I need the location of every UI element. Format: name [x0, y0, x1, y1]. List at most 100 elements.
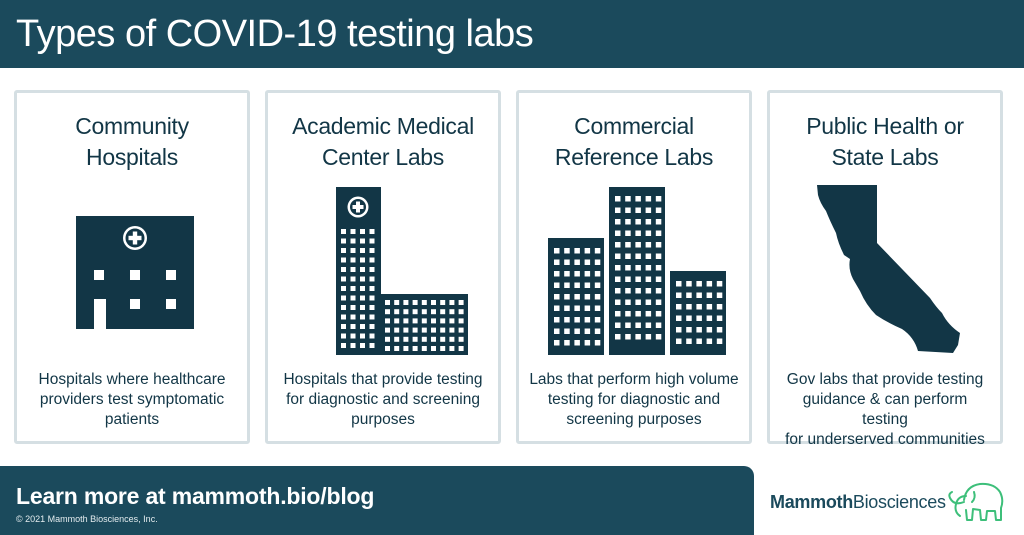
window [655, 334, 662, 340]
window [706, 281, 713, 287]
window [394, 318, 400, 324]
card-description-line: guidance & can perform testing [802, 391, 968, 428]
window [369, 314, 375, 320]
window [385, 318, 390, 324]
window [645, 299, 652, 305]
copyright-text: © 2021 Mammoth Biosciences, Inc. [16, 514, 158, 524]
window [645, 265, 652, 271]
window [564, 294, 570, 300]
window [625, 288, 631, 294]
window [431, 327, 436, 333]
window [564, 259, 570, 265]
window [449, 318, 455, 324]
window [625, 311, 631, 317]
window [594, 305, 601, 311]
window [431, 346, 436, 351]
card-title-line: Reference Labs [554, 144, 714, 170]
window [341, 238, 346, 244]
window [554, 294, 560, 300]
card-description: Labs that perform high volume testing fo… [527, 370, 741, 430]
card-description-line: Hospitals that provide testing [283, 371, 483, 388]
window [554, 317, 560, 323]
card-title-line: Academic Medical [292, 113, 474, 139]
window [655, 299, 662, 305]
window [645, 253, 652, 259]
window [574, 259, 580, 265]
window [431, 336, 436, 342]
window [584, 248, 591, 254]
window [645, 219, 652, 225]
learn-more-link[interactable]: Learn more at mammoth.bio/blog [16, 483, 375, 509]
window [716, 327, 723, 333]
window [645, 334, 652, 340]
window [635, 311, 641, 317]
window [696, 304, 702, 310]
window [421, 318, 427, 324]
window [625, 219, 631, 225]
window [635, 207, 641, 213]
window [625, 334, 631, 340]
window [394, 327, 400, 333]
card-title-line: Hospitals [86, 144, 178, 170]
office-towers-icon [548, 187, 726, 355]
window [686, 338, 692, 344]
window [431, 318, 436, 324]
window [584, 328, 591, 334]
card-public-health-state-labs: Public Health or State Labs Gov labs tha… [767, 90, 1003, 448]
card-description: Hospitals where healthcare providers tes… [25, 370, 239, 430]
window [584, 305, 591, 311]
window [615, 276, 621, 282]
window [655, 219, 662, 225]
window [360, 324, 365, 329]
window [350, 248, 356, 253]
window [369, 286, 375, 291]
window [564, 328, 570, 334]
card-academic-medical-center-labs: Academic Medical Center Labs Hospitals t… [265, 90, 501, 444]
window [716, 338, 723, 344]
card-description-line: providers test symptomatic [39, 391, 225, 408]
window [676, 315, 682, 321]
window [360, 286, 365, 291]
window [421, 309, 427, 315]
window [574, 271, 580, 277]
window [369, 295, 375, 301]
window [615, 288, 621, 294]
footer-banner: Learn more at mammoth.bio/blog © 2021 Ma… [0, 466, 754, 535]
window [412, 300, 418, 305]
window [635, 265, 641, 271]
window [341, 295, 346, 301]
window [686, 304, 692, 310]
card-description-line: patients [104, 411, 160, 428]
window [635, 322, 641, 328]
window [686, 292, 692, 298]
window [341, 229, 346, 234]
window [564, 340, 570, 346]
window [645, 242, 652, 248]
card-title: Community Hospitals [17, 111, 247, 173]
window [350, 324, 356, 329]
window [421, 346, 427, 351]
window [615, 219, 621, 225]
window [676, 292, 682, 298]
window [369, 267, 375, 272]
page-title: Types of COVID-19 testing labs [16, 13, 534, 55]
window [696, 338, 702, 344]
window [440, 318, 446, 324]
window [412, 309, 418, 315]
window [360, 257, 365, 263]
window [645, 311, 652, 317]
window [645, 230, 652, 236]
card-description-line: screening purposes [566, 411, 702, 428]
window [412, 346, 418, 351]
window [341, 248, 346, 253]
window [458, 300, 464, 305]
window [350, 314, 356, 320]
window [369, 343, 375, 348]
window [385, 309, 390, 315]
window [350, 257, 356, 263]
window [655, 207, 662, 213]
window [655, 276, 662, 282]
window [440, 336, 446, 342]
window [574, 328, 580, 334]
window [360, 333, 365, 339]
